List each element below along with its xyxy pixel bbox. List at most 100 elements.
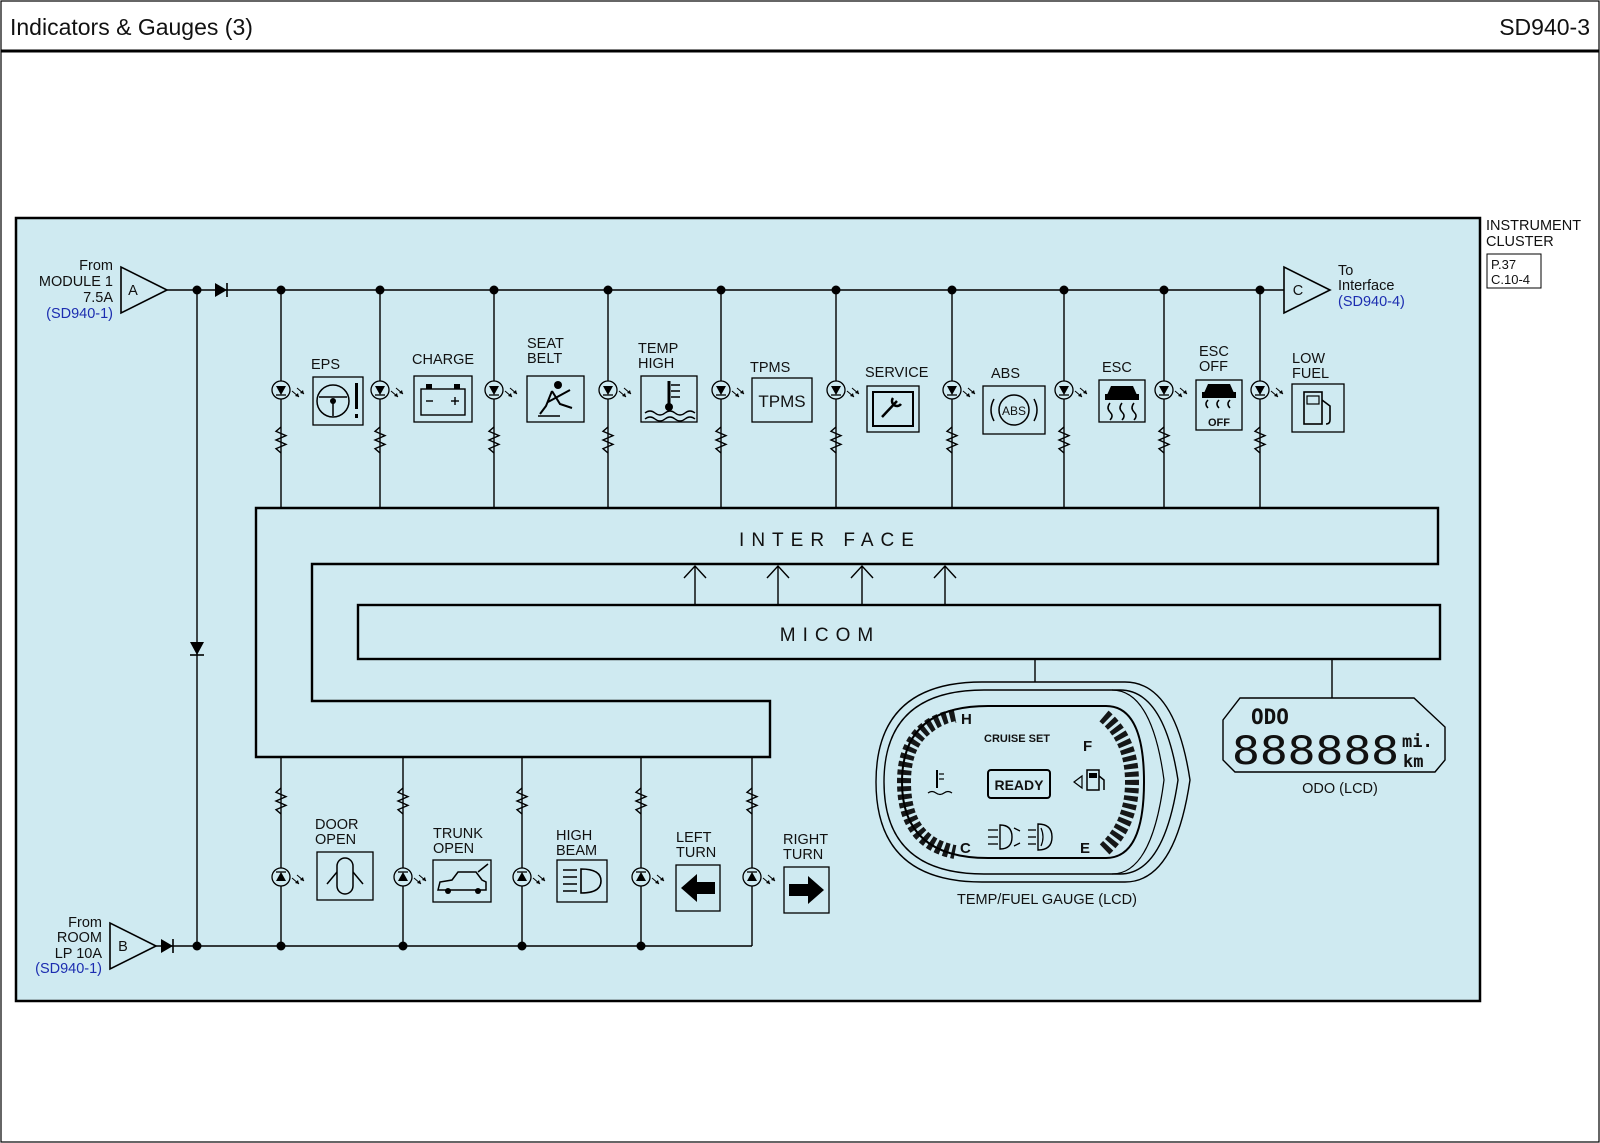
connector-a-source-line2: 7.5A xyxy=(83,290,113,306)
indicator-seat-belt-label-2: BELT xyxy=(527,351,562,367)
connector-b xyxy=(109,921,158,971)
top-branch-resistor xyxy=(1253,426,1267,454)
connector-a-from: From xyxy=(79,258,113,274)
top-indicator-led-ray-head xyxy=(1178,393,1182,397)
top-branch-resistor xyxy=(373,426,387,454)
connector-b-from: From xyxy=(68,915,102,931)
gauge-f: F xyxy=(1083,738,1092,755)
connector-a-source-line1: MODULE 1 xyxy=(39,274,113,290)
indicator-low-fuel-label-1: LOW xyxy=(1292,351,1325,367)
bottom-indicator-led-diode xyxy=(636,872,646,881)
top-indicator-led-ray-head xyxy=(1083,390,1087,394)
top-branch-junction xyxy=(831,285,841,295)
indicator-esc-off-label-1: ESC xyxy=(1199,344,1229,360)
top-branch-junction xyxy=(489,285,499,295)
top-indicator-led-diode xyxy=(276,386,286,395)
ready-box xyxy=(987,769,1051,799)
bottom-indicator-led-ray-head xyxy=(422,877,426,881)
odo-title: ODO xyxy=(1251,705,1289,729)
gauge-label: TEMP/FUEL GAUGE (LCD) xyxy=(957,892,1137,908)
top-branch-junction xyxy=(603,285,613,295)
top-branch-resistor xyxy=(487,426,501,454)
micom-arrow xyxy=(933,564,957,605)
odo-lcd-frame xyxy=(1222,697,1446,773)
bottom-indicator-led-ray-head xyxy=(541,877,545,881)
diode-feed-link xyxy=(190,642,204,655)
indicator-eps: EPS xyxy=(311,357,364,426)
odo-unit-km: km xyxy=(1403,752,1423,772)
connector-c-target: Interface xyxy=(1338,278,1394,294)
odo-digits: 888888 xyxy=(1232,729,1399,774)
indicator-seat-belt: SEAT BELT xyxy=(526,336,585,423)
connector-b-source-line1: ROOM xyxy=(57,930,102,946)
interface-label: INTER FACE xyxy=(739,530,921,551)
top-branch-resistor xyxy=(1057,426,1071,454)
indicator-esc: ESC xyxy=(1098,360,1146,423)
top-indicator-led-ray-head xyxy=(1183,390,1187,394)
indicator-door-open: DOOR OPEN xyxy=(315,817,374,901)
bottom-branch-junction xyxy=(398,941,408,951)
interface-block xyxy=(254,506,1440,759)
micom-arrow xyxy=(850,564,874,605)
gauge-ready: READY xyxy=(994,777,1044,793)
gauge-coolant-icon xyxy=(927,770,953,796)
bottom-indicator-led-ray-head xyxy=(300,877,304,881)
bottom-indicator-led-diode xyxy=(517,872,527,881)
esc-off-icon-text: OFF xyxy=(1208,417,1230,429)
indicator-high-beam: HIGH BEAM xyxy=(556,828,608,903)
bottom-indicator-led-ray-head xyxy=(295,880,299,884)
indicator-temp-high: TEMP HIGH xyxy=(638,341,698,423)
top-indicator-led-ray-head xyxy=(627,390,631,394)
tpms-icon-text: TPMS xyxy=(758,392,805,411)
reference-box xyxy=(1486,253,1542,289)
bottom-branch-junction xyxy=(276,941,286,951)
indicator-low-fuel: LOW FUEL xyxy=(1291,351,1345,433)
component-name-line2: CLUSTER xyxy=(1486,234,1554,250)
top-indicator-led-ray-head xyxy=(1279,390,1283,394)
page-title: Indicators & Gauges (3) xyxy=(10,14,253,40)
connector-b-letter: B xyxy=(118,939,128,955)
gauge-fuel-icon xyxy=(1073,769,1105,791)
top-indicator-led-ray-head xyxy=(1274,393,1278,397)
odo-unit-mi: mi. xyxy=(1402,732,1433,752)
bottom-branch-resistor xyxy=(274,787,288,815)
diode-b xyxy=(161,939,173,953)
top-indicator-led-ray-head xyxy=(1078,393,1082,397)
top-indicator-led-ray-head xyxy=(295,393,299,397)
indicator-door-open-label-2: OPEN xyxy=(315,832,356,848)
indicator-esc-off: ESC OFF OFF xyxy=(1195,344,1243,431)
connector-ref: C.10-4 xyxy=(1491,272,1530,287)
connector-a-ref[interactable]: (SD940-1) xyxy=(46,306,113,322)
bottom-branch-junction xyxy=(517,941,527,951)
top-indicator-led-diode xyxy=(1059,386,1069,395)
component-name-line1: INSTRUMENT xyxy=(1486,218,1581,234)
top-indicator-led-ray-head xyxy=(622,393,626,397)
top-branch-junction xyxy=(947,285,957,295)
connector-b-source-line2: LP 10A xyxy=(55,946,103,962)
bottom-branch-resistor xyxy=(396,787,410,815)
indicator-eps-label: EPS xyxy=(311,357,340,373)
top-indicator-led-ray-head xyxy=(971,390,975,394)
junction-b xyxy=(192,941,202,951)
indicator-esc-label: ESC xyxy=(1102,360,1132,376)
indicator-left-turn: LEFT TURN xyxy=(675,830,721,912)
connector-a-letter: A xyxy=(128,283,138,299)
connector-c-ref[interactable]: (SD940-4) xyxy=(1338,294,1405,310)
indicator-temp-high-label-2: HIGH xyxy=(638,356,674,372)
bottom-indicator-led-diode xyxy=(747,872,757,881)
indicator-charge-label: CHARGE xyxy=(412,352,474,368)
bottom-indicator-led-ray-head xyxy=(660,877,664,881)
indicator-high-beam-label-1: HIGH xyxy=(556,828,592,844)
indicator-left-turn-label-1: LEFT xyxy=(676,830,712,846)
indicator-right-turn: RIGHT TURN xyxy=(783,832,830,914)
indicator-high-beam-label-2: BEAM xyxy=(556,843,597,859)
bottom-branch-junction xyxy=(636,941,646,951)
odometer: ODO 888888 mi. km ODO (LCD) xyxy=(1222,659,1446,797)
connector-b-ref[interactable]: (SD940-1) xyxy=(35,961,102,977)
top-indicator-led-diode xyxy=(1159,386,1169,395)
indicator-service-label: SERVICE xyxy=(865,365,929,381)
top-branch-junction xyxy=(1059,285,1069,295)
top-indicator-led-ray-head xyxy=(966,393,970,397)
top-indicator-led-diode xyxy=(716,386,726,395)
indicator-abs: ABS ABS xyxy=(982,366,1046,435)
